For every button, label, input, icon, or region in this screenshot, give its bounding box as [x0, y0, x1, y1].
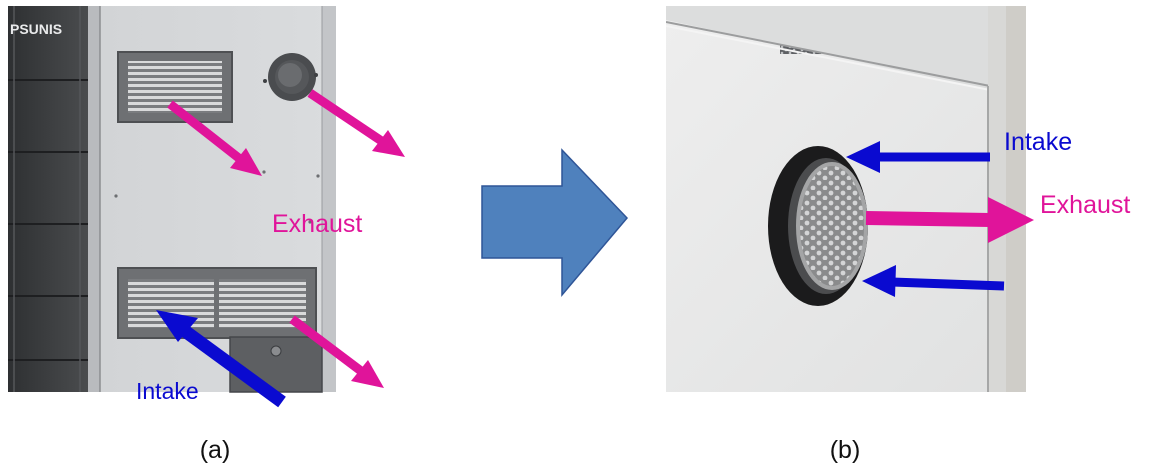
panel-b-exhaust-port	[768, 146, 868, 306]
panel-a-photo: PSUNIS PSUNIS	[8, 6, 336, 392]
lower-vent-grille	[118, 268, 316, 338]
panel-b-intake-label: Intake	[1004, 128, 1072, 156]
transition-arrow	[482, 150, 627, 295]
panel-b-photo	[666, 6, 1026, 392]
panel-a-intake-label: Intake	[136, 378, 199, 404]
panel-b-exhaust-label: Exhaust	[1040, 191, 1130, 219]
unit-side-column	[8, 6, 88, 392]
brand-logo-horizontal: PSUNIS	[10, 21, 62, 37]
panel-a-exhaust-label: Exhaust	[272, 210, 362, 238]
cover-plate	[230, 337, 322, 392]
